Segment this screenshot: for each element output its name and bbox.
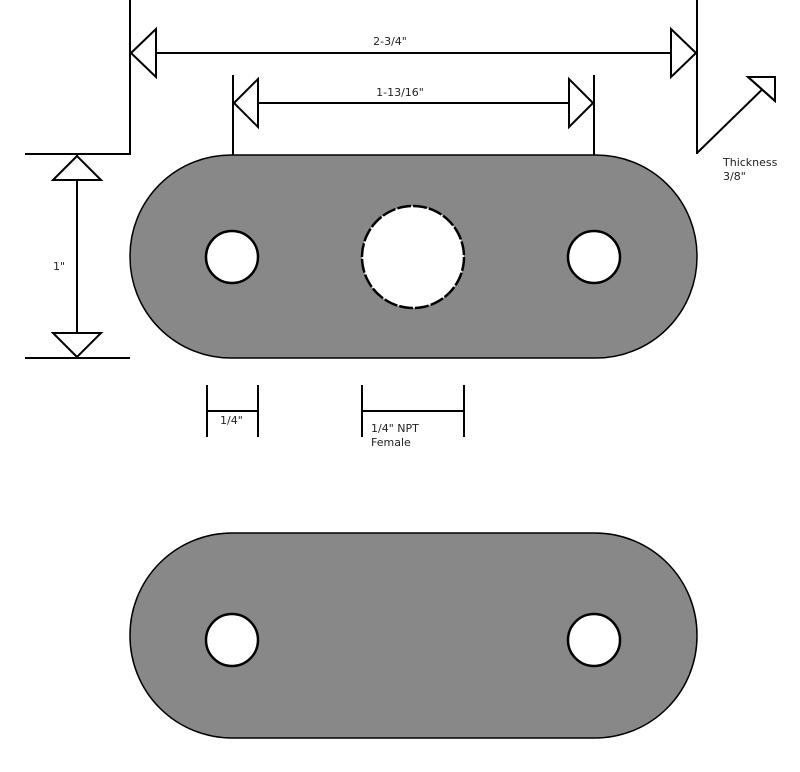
center-hole-label-line1: 1/4" NPT [371, 422, 419, 435]
center-hole-dimension: 1/4" NPT Female [361, 385, 465, 449]
bolt-hole-left [204, 229, 260, 285]
hole-spacing-dimension: 1-13/16" [232, 75, 595, 156]
overall-length-dimension: 2-3/4" [25, 0, 698, 155]
thickness-indicator: Thickness 3/8" [696, 76, 778, 183]
plate-top-view [129, 154, 698, 359]
thickness-value: 3/8" [723, 170, 746, 183]
arrow-right-icon [568, 76, 595, 130]
arrow-left-icon [129, 26, 157, 80]
arrow-down-icon [50, 332, 104, 359]
width-label: 1" [53, 260, 65, 273]
bolt-hole-right [566, 612, 622, 668]
bolt-hole-right [566, 229, 622, 285]
hole-spacing-label: 1-13/16" [376, 86, 424, 99]
arrow-right-icon [670, 26, 698, 80]
width-dimension: 1" [25, 154, 130, 359]
thickness-label: Thickness [722, 156, 778, 169]
arrow-up-icon [50, 154, 104, 181]
center-hole-label-line2: Female [371, 436, 411, 449]
small-hole-label: 1/4" [220, 414, 243, 427]
small-hole-dimension: 1/4" [206, 385, 259, 437]
overall-length-label: 2-3/4" [373, 35, 407, 48]
plate-bottom-view [129, 532, 698, 739]
arrow-left-icon [232, 76, 259, 130]
bolt-hole-left [204, 612, 260, 668]
npt-center-hole [360, 204, 466, 310]
